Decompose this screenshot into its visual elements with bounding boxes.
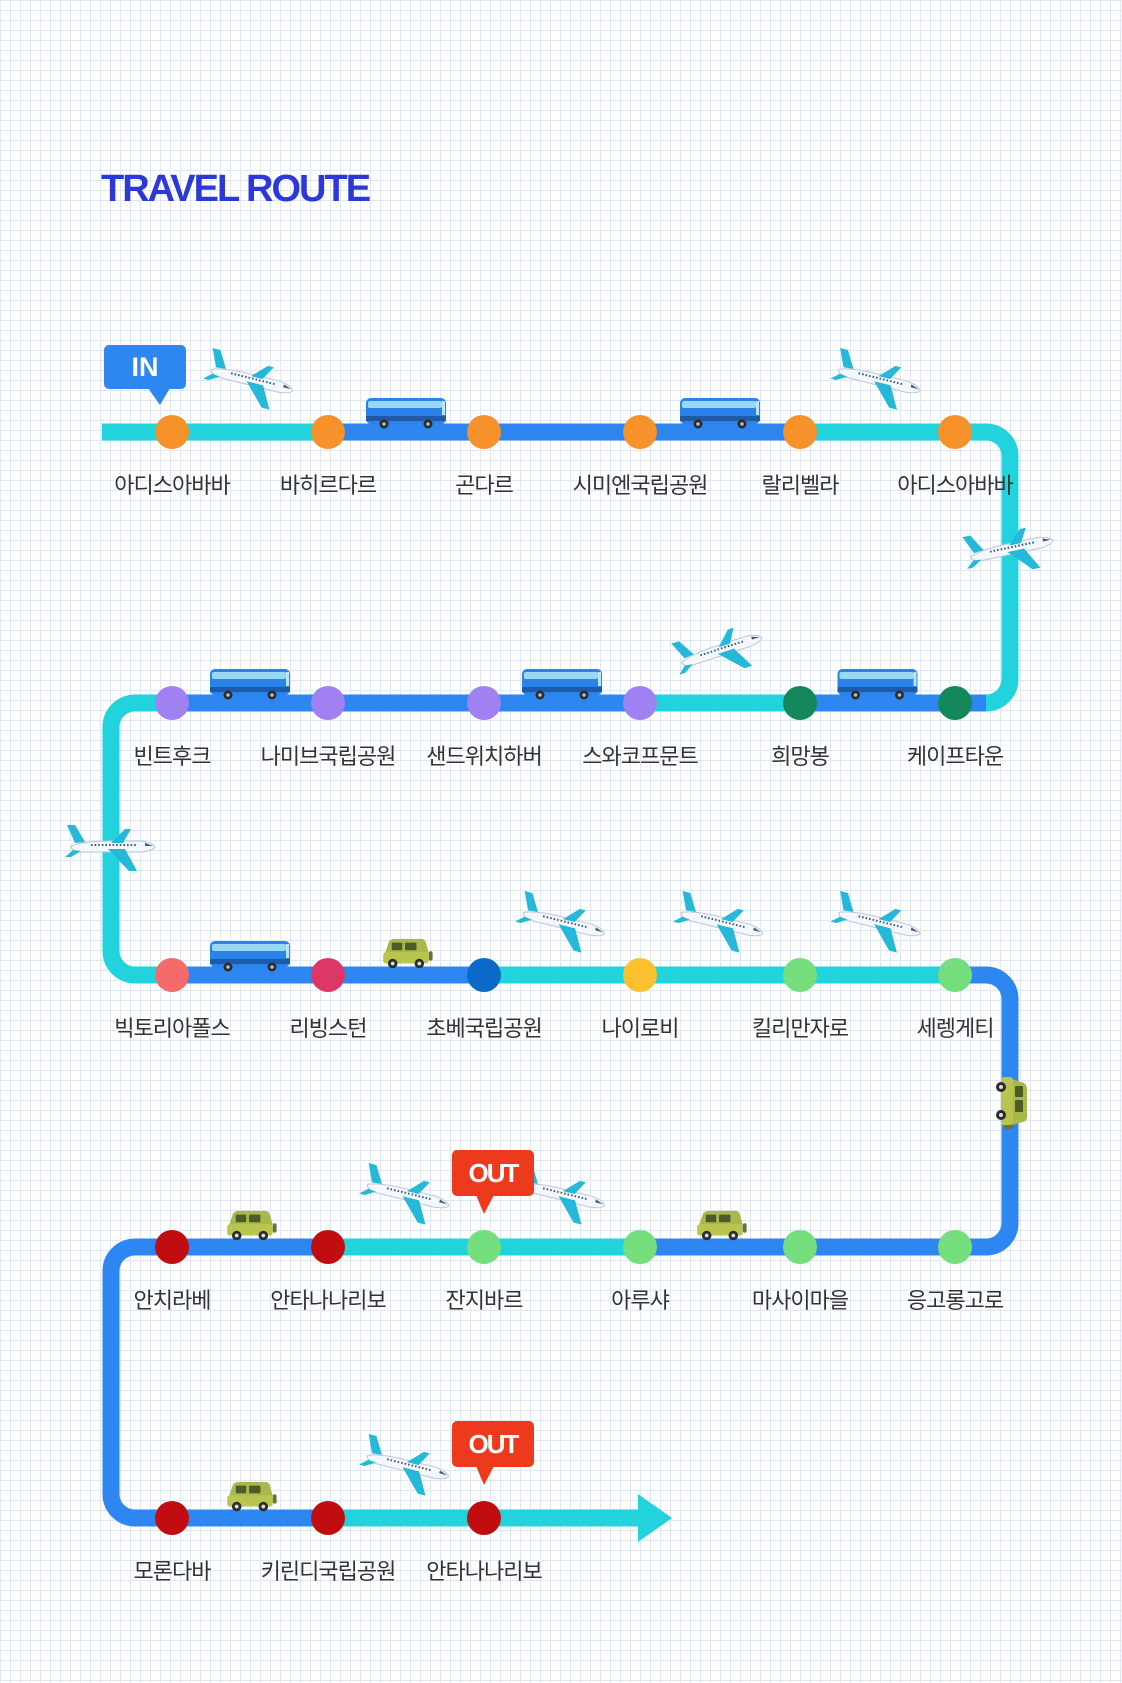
route-stop-dot	[311, 686, 345, 720]
stop-label: 키린디국립공원	[260, 1560, 397, 1585]
route-stop-dot	[155, 1230, 189, 1264]
stop-label: 안타나나리보	[270, 1289, 386, 1314]
car-icon	[697, 1210, 747, 1241]
stop-label: 빈트후크	[133, 745, 212, 770]
route-stop-dot	[623, 415, 657, 449]
stop-label: 응고롱고로	[906, 1289, 1004, 1314]
route-stop-dot	[783, 958, 817, 992]
out-marker: OUT	[452, 1150, 534, 1214]
airplane-icon	[354, 1161, 456, 1230]
route-stop-dot	[938, 415, 972, 449]
stop-label: 나이로비	[601, 1017, 680, 1042]
route-stop-dot	[623, 1230, 657, 1264]
route-stop-dot	[467, 958, 501, 992]
car-icon	[227, 1481, 277, 1512]
in-marker-label: IN	[132, 352, 159, 382]
car-icon	[383, 938, 433, 969]
stop-label: 케이프타운	[906, 745, 1004, 770]
route-stop-dot	[311, 958, 345, 992]
stop-label: 리빙스턴	[289, 1017, 368, 1042]
stop-label: 모론다바	[133, 1560, 212, 1585]
route-stop-dot	[467, 1501, 501, 1535]
stop-label: 빅토리아폴스	[114, 1017, 230, 1042]
stop-label: 아디스아바바	[114, 474, 230, 499]
stop-label: 초베국립공원	[426, 1017, 542, 1042]
route-stop-dot	[623, 686, 657, 720]
stop-label: 세렝게티	[916, 1017, 995, 1042]
bus-icon	[522, 669, 602, 700]
airplane-icon	[668, 889, 770, 958]
route-stop-dot	[783, 1230, 817, 1264]
route-stop-dot	[311, 415, 345, 449]
bus-icon	[366, 398, 446, 429]
airplane-icon	[668, 615, 771, 690]
stop-label: 희망봉	[771, 745, 830, 770]
route-stop-dot	[155, 415, 189, 449]
airplane-icon	[354, 1432, 456, 1501]
route-stop-dot	[938, 958, 972, 992]
route-stop-dot	[155, 958, 189, 992]
route-stop-dot	[155, 1501, 189, 1535]
bus-icon	[680, 398, 760, 429]
stop-label: 바히르다르	[279, 474, 377, 499]
route-end-arrow	[638, 1494, 672, 1542]
car-icon	[227, 1210, 277, 1241]
stop-label: 안타나나리보	[426, 1560, 542, 1585]
stop-label: 아디스아바바	[897, 474, 1013, 499]
airplane-icon	[826, 889, 927, 958]
airplane-icon	[510, 889, 612, 958]
stop-label: 나미브국립공원	[260, 745, 397, 770]
stop-label: 곤다르	[455, 474, 514, 499]
route-connector	[985, 423, 1019, 712]
stop-label: 안치라베	[133, 1289, 212, 1314]
car-icon	[996, 1077, 1027, 1129]
stop-label: 잔지바르	[445, 1289, 524, 1314]
route-connector	[102, 1238, 136, 1527]
route-stop-dot	[938, 1230, 972, 1264]
route-connector	[102, 694, 136, 984]
stop-label: 랄리벨라	[761, 474, 840, 499]
airplane-icon	[826, 346, 927, 415]
out-marker-label: OUT	[469, 1429, 520, 1459]
route-stop-dot	[783, 686, 817, 720]
route-stop-dot	[467, 415, 501, 449]
route-stop-dot	[311, 1230, 345, 1264]
stop-label: 스와코프문트	[582, 745, 698, 770]
route-stop-dot	[155, 686, 189, 720]
in-marker: IN	[104, 345, 186, 405]
stop-label: 마사이마을	[751, 1289, 849, 1314]
stop-label: 아루샤	[611, 1289, 670, 1314]
route-stop-dot	[311, 1501, 345, 1535]
bus-icon	[837, 669, 918, 700]
stop-label: 시미엔국립공원	[572, 474, 709, 499]
route-stop-dot	[467, 686, 501, 720]
route-stop-dot	[938, 686, 972, 720]
page-title: TRAVEL ROUTE	[101, 168, 371, 210]
bus-icon	[210, 669, 290, 700]
out-marker: OUT	[452, 1421, 534, 1485]
out-marker-label: OUT	[469, 1158, 520, 1188]
route-stop-dot	[623, 958, 657, 992]
route-stop-dot	[467, 1230, 501, 1264]
bus-icon	[210, 941, 290, 972]
route-stop-dot	[783, 415, 817, 449]
stop-label: 킬리만자로	[751, 1017, 849, 1042]
airplane-icon	[198, 346, 300, 415]
stop-label: 샌드위치하버	[426, 745, 542, 770]
